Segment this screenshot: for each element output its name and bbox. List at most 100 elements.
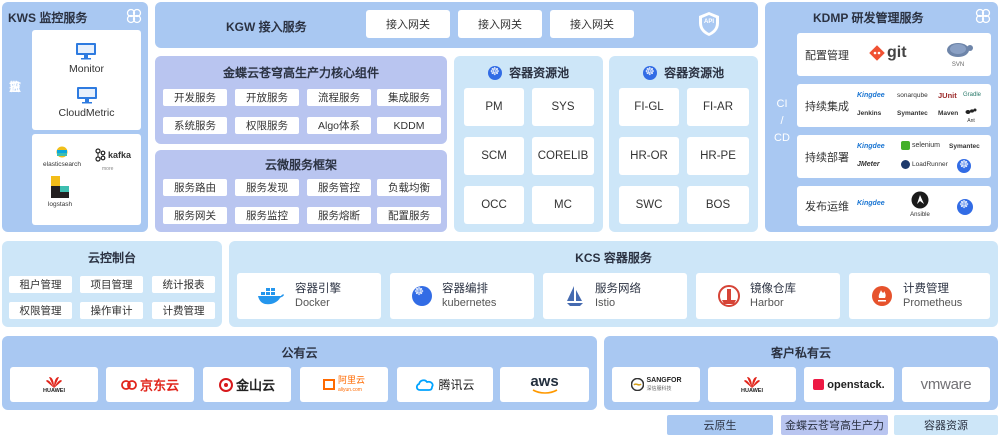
cloudmetric-label: CloudMetric — [58, 106, 115, 119]
tencent-cloud-icon — [416, 379, 435, 391]
micro-item-control[interactable]: 服务管控 — [307, 179, 371, 196]
selenium-icon — [901, 141, 910, 150]
huawei-petals-icon — [744, 376, 760, 388]
core-item-kddm[interactable]: KDDM — [377, 117, 441, 134]
core-title: 金蝶云苍穹高生产力核心组件 — [222, 66, 379, 80]
console-audit[interactable]: 操作审计 — [80, 302, 143, 319]
micro-item-monitor[interactable]: 服务监控 — [235, 207, 299, 224]
sonarqube-logo: sonarqube — [897, 92, 928, 99]
huawei-private-logo[interactable]: HUAWEI — [708, 367, 796, 402]
pool1-occ[interactable]: OCC — [464, 186, 524, 224]
huawei-logo[interactable]: HUAWEI — [10, 367, 98, 402]
aws-logo[interactable]: aws — [500, 367, 589, 402]
pool1-mc[interactable]: MC — [532, 186, 594, 224]
kgw-title: KGW 接入服务 — [226, 20, 307, 34]
loadrunner-icon — [901, 160, 910, 169]
private-cloud-panel: 客户私有云 SANGFOR 深信服科技 HUAWEI openstack. vm… — [604, 336, 998, 410]
core-item-algo[interactable]: Algo体系 — [307, 117, 371, 134]
gateway-button-1[interactable]: 接入网关 — [366, 10, 450, 38]
kcs-prometheus[interactable]: 计费管理 Prometheus — [849, 273, 990, 319]
docker-icon — [258, 288, 284, 305]
micro-item-circuit[interactable]: 服务熔断 — [307, 207, 371, 224]
pool2-title: 容器资源池 — [609, 64, 758, 81]
console-title: 云控制台 — [87, 251, 136, 265]
core-item-system[interactable]: 系统服务 — [163, 117, 227, 134]
kdmp-row-release[interactable]: 发布运维 Kingdee Ansible — [797, 186, 991, 226]
harbor-icon — [718, 285, 740, 307]
jdcloud-icon — [121, 379, 137, 390]
kcs-panel: KCS 容器服务 容器引擎 Docker 容器编排 kubernetes 服务网… — [229, 241, 998, 327]
kcs-title: KCS 容器服务 — [575, 251, 652, 265]
kcs-istio[interactable]: 服务网络 Istio — [543, 273, 687, 319]
pool2-hr-or[interactable]: HR-OR — [619, 137, 679, 175]
pool2-bos[interactable]: BOS — [687, 186, 749, 224]
console-permission[interactable]: 权限管理 — [9, 302, 72, 319]
openstack-logo[interactable]: openstack. — [804, 367, 894, 402]
kws-panel: KWS 监控服务 监 控 / 日 志 Monitor CloudMetric e… — [2, 2, 148, 232]
pool1-pm[interactable]: PM — [464, 88, 524, 126]
kingdee-logo: Kingdee — [857, 200, 885, 207]
logstash-icon — [51, 176, 69, 198]
vmware-logo[interactable]: vmware — [902, 367, 990, 402]
pool2-hr-pe[interactable]: HR-PE — [687, 137, 749, 175]
maven-logo: Maven — [938, 110, 959, 117]
gateway-button-3[interactable]: 接入网关 — [550, 10, 634, 38]
cicd-side-label: CI / CD — [774, 98, 790, 144]
kingdee-logo: Kingdee — [857, 143, 885, 150]
kingsoft-cloud-icon — [218, 377, 233, 392]
pool1-scm[interactable]: SCM — [464, 137, 524, 175]
aliyun-bracket-icon — [322, 379, 335, 390]
kubernetes-icon — [957, 198, 973, 215]
openstack-icon — [813, 379, 825, 390]
more-label: more — [102, 166, 114, 172]
micro-item-gateway[interactable]: 服务网关 — [163, 207, 227, 224]
microservice-panel: 云微服务框架 服务路由 服务发现 服务管控 负载均衡 服务网关 服务监控 服务熔… — [155, 150, 447, 232]
monitor-label: Monitor — [68, 62, 104, 75]
micro-item-loadbalance[interactable]: 负载均衡 — [377, 179, 441, 196]
pool2-swc[interactable]: SWC — [619, 186, 679, 224]
pool1-title: 容器资源池 — [454, 64, 603, 81]
console-tenant[interactable]: 租户管理 — [9, 276, 72, 293]
tencent-cloud-logo[interactable]: 腾讯云 — [397, 367, 493, 402]
gateway-button-2[interactable]: 接入网关 — [458, 10, 542, 38]
kubernetes-icon — [487, 65, 502, 80]
pool2-fi-gl[interactable]: FI-GL — [619, 88, 679, 126]
aliyun-logo[interactable]: 阿里云 aliyun.com — [300, 367, 388, 402]
gradle-logo: Gradle — [963, 92, 982, 98]
console-project[interactable]: 项目管理 — [80, 276, 143, 293]
core-item-integration[interactable]: 集成服务 — [377, 89, 441, 106]
monitor-icon — [76, 42, 97, 59]
micro-item-routing[interactable]: 服务路由 — [163, 179, 227, 196]
sangfor-logo[interactable]: SANGFOR 深信服科技 — [612, 367, 700, 402]
jenkins-logo: Jenkins — [857, 110, 882, 117]
svn-turtle-icon — [947, 43, 973, 57]
private-cloud-title: 客户私有云 — [770, 346, 831, 360]
kcs-harbor[interactable]: 镜像仓库 Harbor — [696, 273, 840, 319]
pool1-corelib[interactable]: CORELIB — [532, 137, 594, 175]
console-stats[interactable]: 统计报表 — [152, 276, 215, 293]
container-pool-1: 容器资源池 PM SYS SCM CORELIB OCC MC — [454, 56, 603, 232]
kdmp-row-ci[interactable]: 持续集成 Kingdee sonarqube JUnit Gradle Jenk… — [797, 84, 991, 127]
public-cloud-title: 公有云 — [281, 346, 318, 360]
cloudmetric-icon — [76, 86, 97, 103]
micro-item-discovery[interactable]: 服务发现 — [235, 179, 299, 196]
kcs-kubernetes[interactable]: 容器编排 kubernetes — [390, 273, 534, 319]
console-billing[interactable]: 计费管理 — [152, 302, 215, 319]
jdcloud-logo[interactable]: 京东云 — [106, 367, 194, 402]
kdmp-row-config[interactable]: 配置管理 git SVN — [797, 33, 991, 76]
kingsoft-cloud-logo[interactable]: 金山云 — [203, 367, 291, 402]
core-item-permission[interactable]: 权限服务 — [235, 117, 299, 134]
huawei-petals-icon — [46, 376, 62, 388]
container-pool-2: 容器资源池 FI-GL FI-AR HR-OR HR-PE SWC BOS — [609, 56, 758, 232]
istio-icon — [567, 286, 583, 306]
pool1-sys[interactable]: SYS — [532, 88, 594, 126]
core-item-dev[interactable]: 开发服务 — [163, 89, 227, 106]
micro-item-config[interactable]: 配置服务 — [377, 207, 441, 224]
core-item-open[interactable]: 开放服务 — [235, 89, 299, 106]
kcs-docker[interactable]: 容器引擎 Docker — [237, 273, 381, 319]
legend-cloud-native: 云原生 — [667, 415, 773, 435]
core-item-flow[interactable]: 流程服务 — [307, 89, 371, 106]
pool2-fi-ar[interactable]: FI-AR — [687, 88, 749, 126]
sangfor-icon — [630, 378, 644, 391]
kdmp-row-cd[interactable]: 持续部署 Kingdee selenium Symantec JMeter Lo… — [797, 135, 991, 178]
